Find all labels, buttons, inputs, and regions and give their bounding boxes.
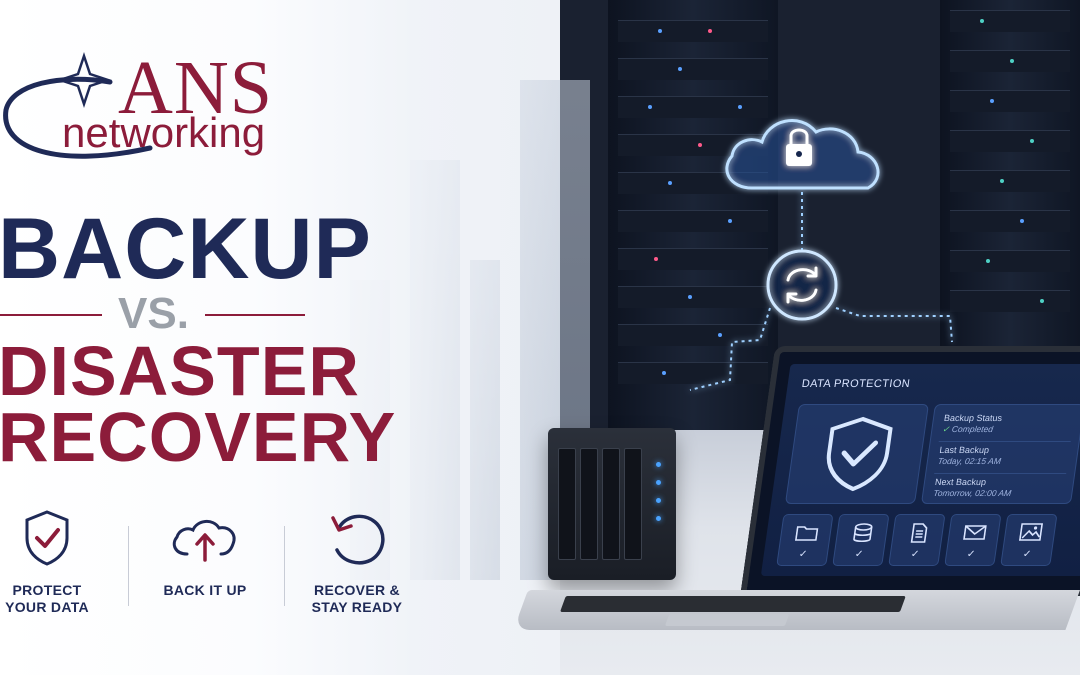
backup-status-label: Backup Status [943, 413, 1003, 423]
tile-folder[interactable]: ✓ [776, 514, 834, 566]
vs-divider-right [205, 314, 305, 316]
check-icon: ✓ [941, 424, 951, 434]
laptop-keyboard [559, 596, 906, 612]
mail-icon [963, 525, 987, 540]
cloud-upload-icon [172, 520, 236, 562]
feature-recover-line2: STAY READY [311, 599, 403, 615]
folder-icon [794, 526, 819, 541]
dashboard-title: DATA PROTECTION [800, 378, 911, 390]
headline-recovery: RECOVERY [0, 398, 397, 476]
feature-backup-line1: BACK IT UP [163, 582, 247, 598]
tile-database[interactable]: ✓ [832, 514, 890, 566]
sync-icon [786, 266, 818, 282]
feature-protect: PROTECT YOUR DATA [0, 508, 112, 618]
headline-vs-row: VS. [0, 292, 310, 340]
laptop-base [513, 590, 1080, 630]
tile-image[interactable]: ✓ [1000, 514, 1058, 566]
headline-vs: VS. [118, 289, 189, 338]
tile-check: ✓ [854, 549, 864, 560]
next-backup-value: Tomorrow, 02:00 AM [932, 488, 1012, 498]
backup-status-card: Backup Status ✓ Completed Last Backup To… [920, 404, 1080, 504]
data-protection-dashboard: DATA PROTECTION Backup Status ✓ Complete… [760, 364, 1080, 576]
tile-check: ✓ [1022, 549, 1032, 560]
tile-check: ✓ [966, 549, 976, 560]
server-rack-right [940, 0, 1080, 430]
star-swoosh-icon [3, 52, 153, 159]
headline-backup: BACKUP [0, 201, 372, 297]
tile-check: ✓ [798, 549, 808, 560]
next-backup-label: Next Backup [934, 477, 987, 487]
backup-status-value: Completed [951, 424, 994, 434]
vs-divider-left [0, 314, 102, 316]
image-icon [1018, 523, 1044, 541]
headline-disaster: DISASTER [0, 332, 360, 410]
document-icon [910, 523, 928, 543]
server-rack-left [608, 0, 778, 430]
last-backup-label: Last Backup [938, 445, 990, 455]
feature-recover-line1: RECOVER & [314, 582, 400, 598]
feature-protect-line1: PROTECT [12, 582, 82, 598]
feature-divider-1 [128, 526, 129, 606]
logo-networking-text: networking [62, 109, 266, 156]
feature-protect-line2: YOUR DATA [5, 599, 89, 615]
cloud-network-graphic [689, 119, 953, 391]
ans-networking-logo: ANS networking [0, 40, 300, 175]
logo-ans-text: ANS [118, 46, 274, 130]
feature-row: PROTECT YOUR DATA BACK IT UP RECOVER & [0, 508, 420, 618]
shield-check-icon [25, 510, 69, 566]
tile-mail[interactable]: ✓ [944, 514, 1002, 566]
laptop-screen: DATA PROTECTION Backup Status ✓ Complete… [740, 346, 1080, 596]
feature-divider-2 [284, 526, 285, 606]
shield-check-icon [826, 416, 893, 492]
database-icon [853, 523, 873, 543]
tile-document[interactable]: ✓ [888, 514, 946, 566]
feature-backup: BACK IT UP [140, 508, 270, 618]
tile-check: ✓ [910, 549, 920, 560]
nas-storage-device [548, 428, 676, 580]
shield-card [784, 404, 929, 504]
laptop-trackpad [664, 614, 790, 626]
last-backup-value: Today, 02:15 AM [937, 456, 1002, 466]
left-panel [0, 0, 560, 675]
recover-icon [331, 514, 385, 565]
feature-recover: RECOVER & STAY READY [292, 508, 422, 618]
